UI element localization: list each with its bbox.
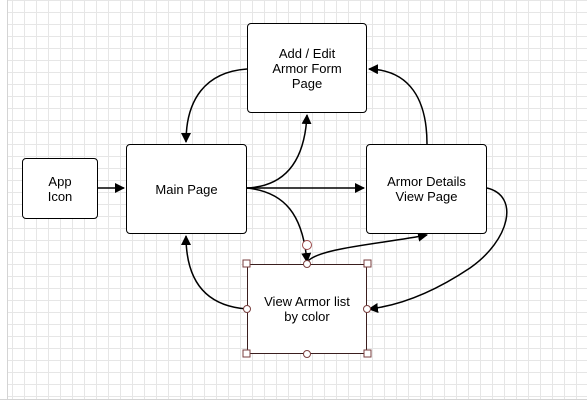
- node-view-armor-list-by-color[interactable]: View Armor list by color: [247, 264, 367, 354]
- resize-handle-top-left[interactable]: [242, 259, 251, 268]
- connection-point-left[interactable]: [243, 305, 251, 313]
- node-armor-details-view-page[interactable]: Armor Details View Page: [366, 144, 487, 234]
- edge-view-list-to-armor-details[interactable]: [306, 231, 428, 263]
- node-main-page[interactable]: Main Page: [126, 144, 247, 234]
- edge-main-page-to-view-list[interactable]: [246, 187, 312, 263]
- edge-view-list-to-main-page[interactable]: [181, 235, 248, 310]
- canvas-bottom-edge: [0, 399, 587, 407]
- node-app-icon[interactable]: App Icon: [22, 158, 98, 219]
- connection-point-right[interactable]: [363, 305, 371, 313]
- connection-point-top[interactable]: [303, 260, 311, 268]
- edge-armor-details-to-view-list[interactable]: [368, 187, 508, 313]
- resize-handle-bottom-left[interactable]: [242, 349, 251, 358]
- connection-point-bottom[interactable]: [303, 350, 311, 358]
- edge-main-page-to-add-edit[interactable]: [246, 114, 312, 189]
- edge-add-edit-to-main-page[interactable]: [181, 68, 248, 143]
- rotate-handle[interactable]: [302, 240, 312, 250]
- node-add-edit-armor-form-page[interactable]: Add / Edit Armor Form Page: [247, 23, 367, 113]
- resize-handle-bottom-right[interactable]: [363, 349, 372, 358]
- edge-armor-details-to-add-edit[interactable]: [368, 64, 428, 145]
- resize-handle-top-right[interactable]: [363, 259, 372, 268]
- canvas-left-edge: [0, 0, 8, 407]
